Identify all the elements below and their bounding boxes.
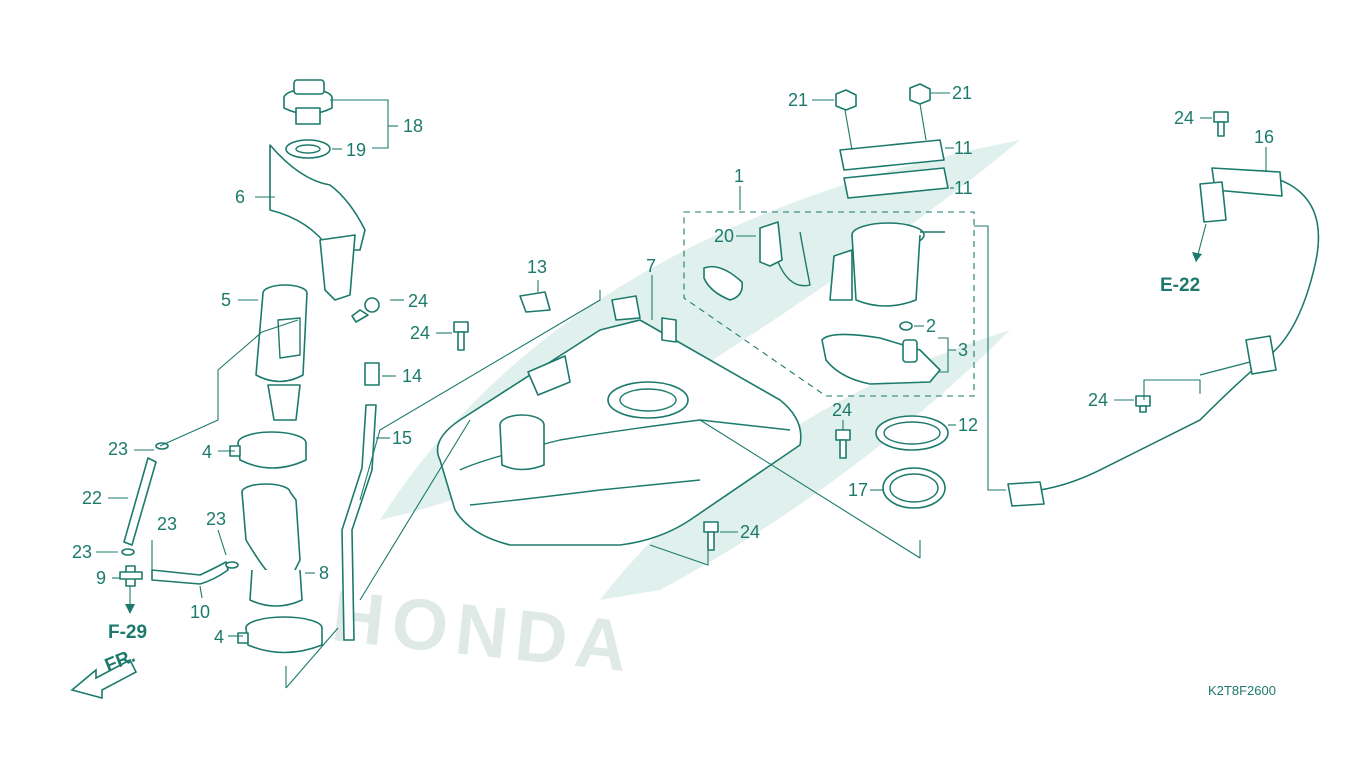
callout-20: 20 (714, 226, 734, 246)
callout-numbers: 1 2 3 4 4 5 6 7 8 9 10 11 11 12 13 14 15… (72, 83, 1274, 647)
callout-24-a: 24 (408, 291, 428, 311)
callout-21-left: 21 (788, 90, 808, 110)
callout-23-a: 23 (108, 439, 128, 459)
callout-14: 14 (402, 366, 422, 386)
part-fuel-gauge-unit-20 (703, 221, 811, 301)
callout-4-upper: 4 (202, 442, 212, 462)
part-set-plate-11-lower (843, 167, 949, 199)
part-fuel-tank (436, 291, 802, 546)
callout-16: 16 (1254, 127, 1274, 147)
part-filler-neck (255, 284, 308, 421)
callout-24-d: 24 (740, 522, 760, 542)
part-pump-plate-3 (821, 333, 941, 385)
callout-11-upper: 11 (954, 138, 973, 158)
part-bolt-24-a (351, 297, 380, 323)
callout-4-lower: 4 (214, 627, 224, 647)
part-gasket-12 (875, 415, 949, 451)
callout-21-right: 21 (952, 83, 972, 103)
callout-19: 19 (346, 140, 366, 160)
assembly-box-1 (683, 211, 1006, 491)
diagram-code: K2T8F2600 (1208, 683, 1276, 698)
callout-1: 1 (734, 166, 744, 186)
callout-23-b: 23 (72, 542, 92, 562)
part-oring-2 (899, 321, 913, 331)
part-bolt-24-f (1213, 111, 1229, 137)
part-three-way-joint-9 (119, 565, 143, 587)
part-nut-21-right (909, 83, 931, 105)
part-drain-joint-14 (364, 362, 380, 386)
front-direction-arrow: FR. (70, 646, 138, 700)
callout-22: 22 (82, 488, 102, 508)
part-fuel-cap (283, 79, 333, 125)
callout-8: 8 (319, 563, 329, 583)
leader-lines (96, 92, 1267, 689)
callout-2: 2 (926, 316, 936, 336)
callout-10: 10 (190, 602, 210, 622)
part-drain-tube-15 (341, 404, 377, 641)
part-bolt-24-e (1135, 395, 1151, 413)
part-hose-clamp-upper (229, 431, 307, 469)
callout-9: 9 (96, 568, 106, 588)
callout-5: 5 (221, 290, 231, 310)
callout-24-f: 24 (1174, 108, 1194, 128)
callout-23-d: 23 (206, 509, 226, 529)
callout-15: 15 (392, 428, 412, 448)
part-filler-hose (241, 483, 303, 607)
part-filler-cover (269, 144, 366, 301)
callout-11-lower: 11 (954, 178, 973, 198)
part-fuel-feed-hose-16 (1007, 167, 1320, 507)
part-nut-21-left (835, 89, 857, 111)
part-set-plate-11-upper (839, 139, 945, 171)
callout-24-b: 24 (410, 323, 430, 343)
callout-13: 13 (527, 257, 547, 277)
callout-3: 3 (958, 340, 968, 360)
part-fuel-pump (829, 222, 945, 307)
callout-24-c: 24 (832, 400, 852, 420)
callout-23-c: 23 (157, 514, 177, 534)
callout-18: 18 (403, 116, 423, 136)
part-bolt-24-b (453, 321, 469, 351)
callout-6: 6 (235, 187, 245, 207)
part-hose-clamp-lower (237, 616, 323, 654)
part-cap-gasket (285, 139, 331, 159)
callout-12: 12 (958, 415, 978, 435)
part-breather-tube-10 (151, 561, 239, 585)
callout-24-e: 24 (1088, 390, 1108, 410)
callout-7: 7 (646, 256, 656, 276)
callout-17: 17 (848, 480, 868, 500)
part-breather-hose-22 (121, 442, 169, 556)
ref-label-e22: E-22 (1160, 275, 1200, 296)
part-gasket-17 (882, 467, 946, 509)
honda-logo-watermark: HONDA (328, 576, 639, 687)
ref-label-f29: F-29 (108, 622, 147, 643)
